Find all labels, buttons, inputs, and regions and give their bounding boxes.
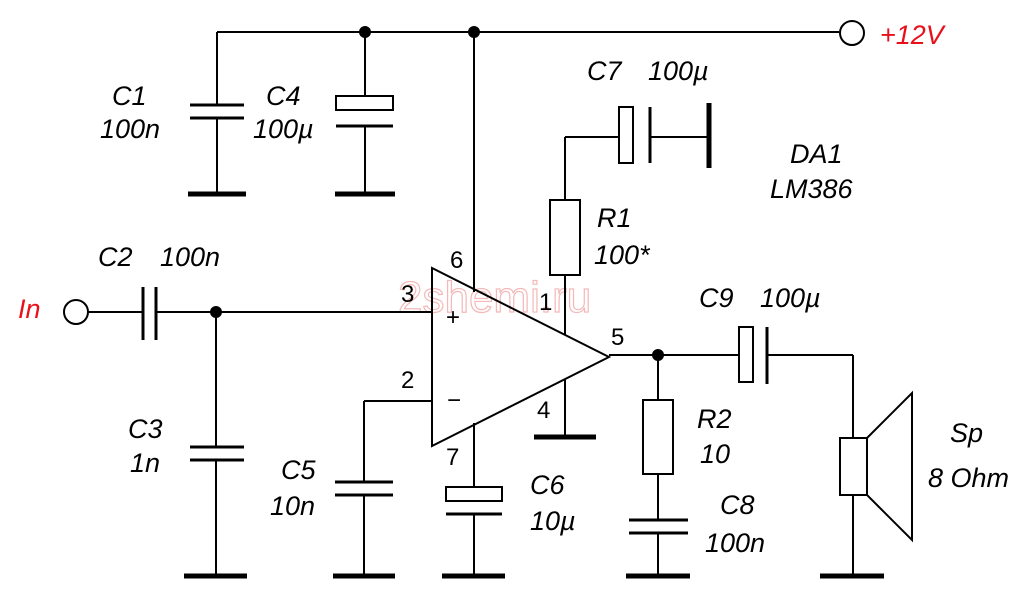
c8-value: 100n xyxy=(705,528,765,558)
pin-1-label: 1 xyxy=(539,289,552,316)
c5-ref: C5 xyxy=(281,455,316,485)
capacitor-c4 xyxy=(335,32,395,197)
output-wire xyxy=(609,349,739,361)
speaker-ref: Sp xyxy=(950,418,983,448)
resistor-r1 xyxy=(549,137,581,335)
supply-rail xyxy=(217,20,865,46)
c9-value: 100µ xyxy=(760,283,821,313)
c3-ref: C3 xyxy=(128,414,163,444)
r1-ref: R1 xyxy=(597,203,632,233)
capacitor-c6 xyxy=(442,423,505,579)
resistor-r2 xyxy=(642,355,674,520)
capacitor-c9 xyxy=(738,326,854,438)
capacitor-c5 xyxy=(333,400,432,579)
c8-ref: C8 xyxy=(720,490,755,520)
ic-ref: DA1 xyxy=(790,139,843,169)
c4-value: 100µ xyxy=(253,114,314,144)
c1-ref: C1 xyxy=(112,81,147,111)
power-label: +12V xyxy=(880,20,947,50)
c7-ref: C7 xyxy=(587,56,622,86)
r1-value: 100* xyxy=(594,240,651,270)
pin-4-label: 4 xyxy=(537,397,550,424)
c9-ref: C9 xyxy=(699,283,734,313)
input-terminal xyxy=(63,299,89,325)
c2-value: 100n xyxy=(160,242,220,272)
lm386-amplifier xyxy=(431,266,612,448)
speaker-value: 8 Ohm xyxy=(928,463,1009,493)
pin4-ground xyxy=(534,380,596,440)
power-terminal xyxy=(839,20,865,46)
input-label: In xyxy=(18,294,41,324)
ic-part: LM386 xyxy=(770,174,854,204)
c6-ref: C6 xyxy=(530,470,565,500)
c1-value: 100n xyxy=(100,114,160,144)
r2-value: 10 xyxy=(700,439,730,469)
watermark: 2shemi.ru xyxy=(398,273,591,322)
c3-value: 1n xyxy=(130,448,160,478)
c5-value: 10n xyxy=(270,491,315,521)
c4-ref: C4 xyxy=(266,81,301,111)
capacitor-c3 xyxy=(184,312,247,579)
c7-value: 100µ xyxy=(648,56,709,86)
capacitor-c1 xyxy=(188,32,246,197)
speaker-icon xyxy=(820,390,913,579)
plus-sign: + xyxy=(446,304,460,331)
capacitor-c7 xyxy=(565,103,712,168)
pin-2-label: 2 xyxy=(401,367,414,394)
r2-ref: R2 xyxy=(697,404,732,434)
c2-ref: C2 xyxy=(98,242,133,272)
pin-7-label: 7 xyxy=(446,444,459,471)
pin-3-label: 3 xyxy=(401,281,414,308)
c6-value: 10µ xyxy=(530,506,576,536)
capacitor-c2 xyxy=(88,287,432,340)
pin-5-label: 5 xyxy=(611,324,624,351)
pin-6-label: 6 xyxy=(450,247,463,274)
minus-sign: − xyxy=(447,387,461,414)
capacitor-c8 xyxy=(626,518,690,579)
